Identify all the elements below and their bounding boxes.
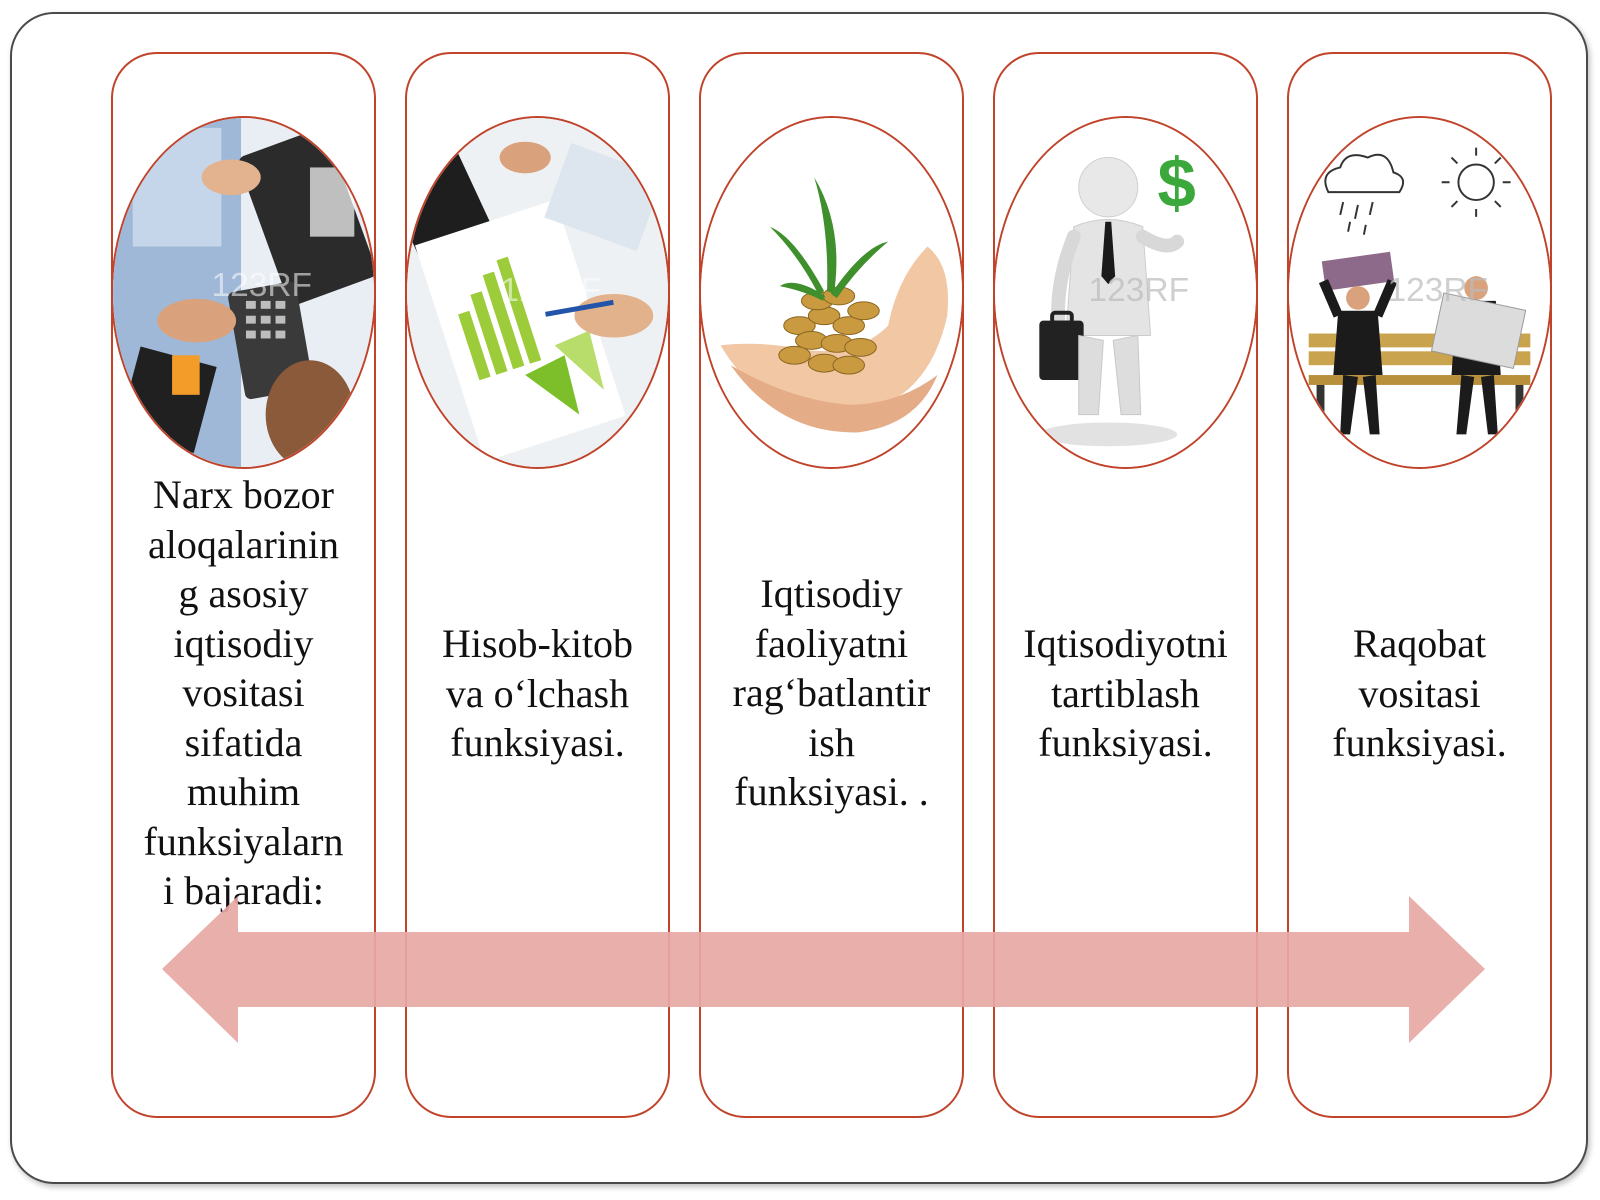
caption-line: g asosiy <box>178 571 309 616</box>
slide-frame: 123RF Narx bozor aloqalarinin g asosiy i… <box>10 12 1588 1184</box>
watermark-text: 123RF <box>1387 272 1488 309</box>
caption-3: Iqtisodiy faoliyatni rag‘batlantir ish f… <box>701 569 962 817</box>
function-column-1: 123RF Narx bozor aloqalarinin g asosiy i… <box>111 52 376 1118</box>
caption-line: faoliyatni <box>754 620 909 666</box>
watermark-text: 123RF <box>211 267 312 304</box>
caption-line: muhim <box>186 769 301 814</box>
rain-cloud-icon <box>1324 153 1405 235</box>
caption-line: vositasi <box>1358 670 1481 716</box>
caption-line: Narx bozor <box>152 472 335 517</box>
businessmen-bench-weather-image: 123RF <box>1287 116 1552 469</box>
caption-line: Iqtisodiyotni <box>1023 621 1228 666</box>
function-column-4: $ 123RF Iqtisodiyotni tartiblash funksiy… <box>993 52 1258 1118</box>
financial-charts-document-image: 123RF <box>405 116 670 469</box>
3d-businessman-dollar-image: $ 123RF <box>993 116 1258 469</box>
caption-line: sifatida <box>184 719 303 765</box>
caption-2: Hisob-kitob va o‘lchash funksiyasi. <box>407 619 668 768</box>
caption-line: tartiblash <box>1051 670 1200 716</box>
caption-line: funksiyasi. . <box>734 769 929 814</box>
caption-line: funksiyasi. <box>1332 720 1507 765</box>
watermark-text: 123RF <box>501 272 602 309</box>
caption-1: Narx bozor aloqalarinin g asosiy iqtisod… <box>113 470 374 916</box>
business-team-calculator-image: 123RF <box>111 116 376 469</box>
hands-coins-sprout-image <box>699 116 964 469</box>
caption-line: rag‘batlantir <box>732 670 931 715</box>
dollar-sign-icon: $ <box>1158 144 1196 222</box>
caption-4: Iqtisodiyotni tartiblash funksiyasi. <box>995 619 1256 768</box>
caption-line: ish <box>808 719 855 765</box>
function-column-5: 123RF Raqobat vositasi funksiyasi. <box>1287 52 1552 1118</box>
watermark-text: 123RF <box>1089 272 1190 309</box>
caption-line: vositasi <box>182 670 305 715</box>
caption-line: funksiyasi. <box>1038 720 1213 765</box>
function-column-2: 123RF Hisob-kitob va o‘lchash funksiyasi… <box>405 52 670 1118</box>
sun-icon <box>1441 147 1511 217</box>
caption-line: i bajaradi: <box>162 868 325 913</box>
function-column-3: Iqtisodiy faoliyatni rag‘batlantir ish f… <box>699 52 964 1118</box>
caption-line: aloqalarinin <box>147 521 340 567</box>
caption-5: Raqobat vositasi funksiyasi. <box>1289 619 1550 768</box>
caption-line: funksiyasi. <box>450 720 625 765</box>
caption-line: Iqtisodiy <box>760 571 903 616</box>
caption-line: va o‘lchash <box>445 670 630 716</box>
caption-line: funksiyalarn <box>143 818 344 864</box>
caption-line: Raqobat <box>1352 621 1487 666</box>
caption-line: iqtisodiy <box>173 620 314 666</box>
caption-line: Hisob-kitob <box>441 621 634 666</box>
